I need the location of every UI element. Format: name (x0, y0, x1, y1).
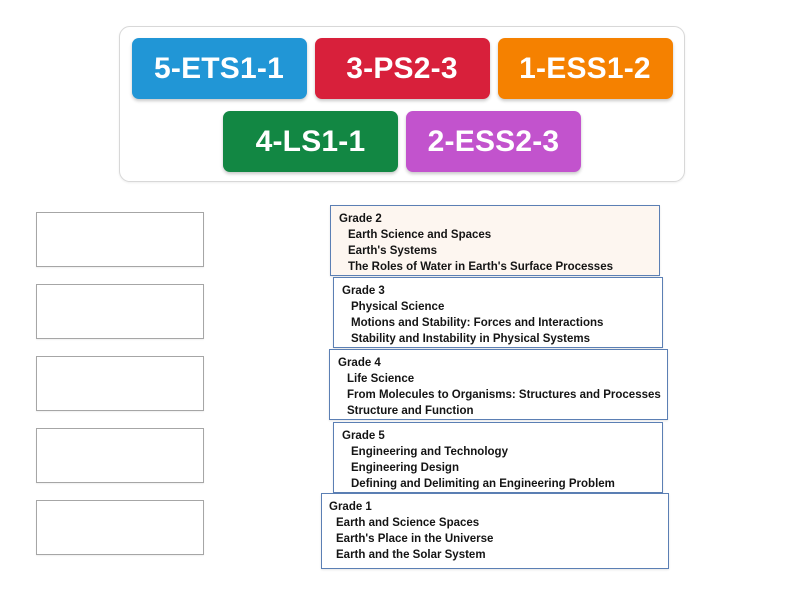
drop-zone-5[interactable] (36, 500, 204, 555)
drop-zone-2[interactable] (36, 284, 204, 339)
tile-3-ps2-3[interactable]: 3-PS2-3 (314, 38, 490, 99)
answer-title: Grade 3 (342, 285, 385, 297)
answer-line: Motions and Stability: Forces and Intera… (351, 317, 604, 329)
drop-zone-4[interactable] (36, 428, 204, 483)
answer-box-grade-4: Grade 4 Life Science From Molecules to O… (329, 349, 668, 420)
answer-title: Grade 1 (329, 501, 372, 513)
answer-line: Defining and Delimiting an Engineering P… (351, 478, 615, 490)
answer-line: Stability and Instability in Physical Sy… (351, 333, 591, 345)
tile-4-ls1-1[interactable]: 4-LS1-1 (223, 111, 398, 172)
tile-2-ess2-3[interactable]: 2-ESS2-3 (406, 111, 581, 172)
drop-zone-1[interactable] (36, 212, 204, 267)
answer-box-grade-2: Grade 2 Earth Science and Spaces Earth's… (330, 205, 660, 276)
answer-line: Structure and Function (347, 405, 474, 417)
answer-line: Earth and Science Spaces (336, 517, 480, 529)
answer-line: Earth and the Solar System (336, 549, 486, 561)
answer-box-grade-3: Grade 3 Physical Science Motions and Sta… (333, 277, 663, 348)
answer-line: Engineering Design (351, 462, 459, 474)
tile-5-ets1-1[interactable]: 5-ETS1-1 (131, 38, 307, 99)
tile-1-ess1-2[interactable]: 1-ESS1-2 (497, 38, 673, 99)
answer-line: From Molecules to Organisms: Structures … (347, 389, 661, 401)
answer-line: Earth's Systems (348, 245, 438, 257)
tile-row-bottom: 4-LS1-1 2-ESS2-3 (120, 111, 684, 172)
answer-line: Earth Science and Spaces (348, 229, 492, 241)
tile-tray: 5-ETS1-1 3-PS2-3 1-ESS1-2 4-LS1-1 2-ESS2… (119, 26, 685, 182)
answer-title: Grade 2 (339, 213, 382, 225)
answer-line: Physical Science (351, 301, 445, 313)
answer-line: Earth's Place in the Universe (336, 533, 494, 545)
answer-title: Grade 5 (342, 430, 385, 442)
answer-line: The Roles of Water in Earth's Surface Pr… (348, 261, 613, 273)
tile-row-top: 5-ETS1-1 3-PS2-3 1-ESS1-2 (120, 38, 684, 99)
answer-box-grade-5: Grade 5 Engineering and Technology Engin… (333, 422, 663, 493)
answer-line: Life Science (347, 373, 415, 385)
answer-box-grade-1: Grade 1 Earth and Science Spaces Earth's… (321, 493, 669, 569)
answer-line: Engineering and Technology (351, 446, 508, 458)
drop-zone-3[interactable] (36, 356, 204, 411)
answer-title: Grade 4 (338, 357, 381, 369)
